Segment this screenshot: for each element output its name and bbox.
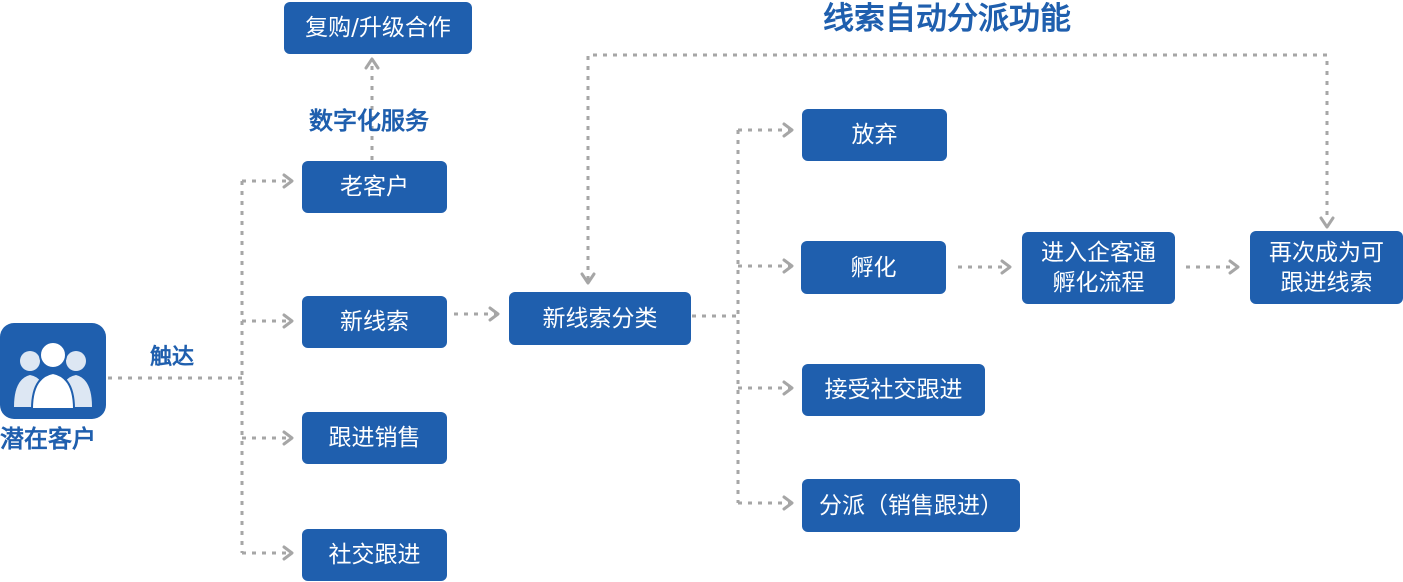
reach-label: 触达 — [150, 345, 195, 370]
arrowhead-follow-sales — [282, 430, 294, 446]
node-lead-classify: 新线索分类 — [509, 292, 691, 345]
node-re-lead: 再次成为可 跟进线索 — [1250, 231, 1403, 304]
arrowhead-new-lead — [282, 313, 294, 329]
node-assign-sales: 分派（销售跟进） — [802, 479, 1020, 532]
users-group-icon — [0, 323, 106, 419]
arrowhead-old-customer — [282, 173, 294, 189]
node-old-customer: 老客户 — [302, 161, 447, 213]
node-enter-process: 进入企客通 孵化流程 — [1022, 232, 1175, 304]
diagram-title: 线索自动分派功能 — [823, 1, 1071, 37]
source-node-label: 潜在客户 — [0, 425, 96, 453]
arrowhead-feedback-classify — [580, 272, 596, 285]
node-repurchase: 复购/升级合作 — [284, 2, 472, 54]
arrowhead-accept-social — [782, 380, 794, 396]
node-incubate: 孵化 — [801, 241, 946, 294]
arrowhead-repurchase — [364, 57, 380, 70]
node-follow-sales: 跟进销售 — [302, 412, 447, 464]
node-social-follow: 社交跟进 — [302, 529, 447, 581]
arrowhead-abandon — [782, 122, 794, 138]
arrowhead-enter-process — [1000, 259, 1012, 275]
connector-feedback-loop — [586, 53, 1329, 280]
node-abandon: 放弃 — [802, 109, 947, 161]
arrowhead-classify — [488, 306, 500, 322]
arrowhead-assign-sales — [782, 495, 794, 511]
node-accept-social: 接受社交跟进 — [802, 364, 985, 416]
arrowhead-feedback-re-lead — [1319, 216, 1335, 229]
arrowhead-incubate — [782, 258, 794, 274]
node-new-lead: 新线索 — [302, 296, 447, 348]
digital-service-label: 数字化服务 — [309, 107, 429, 135]
arrowhead-re-lead — [1228, 259, 1240, 275]
arrowhead-social-follow — [282, 545, 294, 561]
